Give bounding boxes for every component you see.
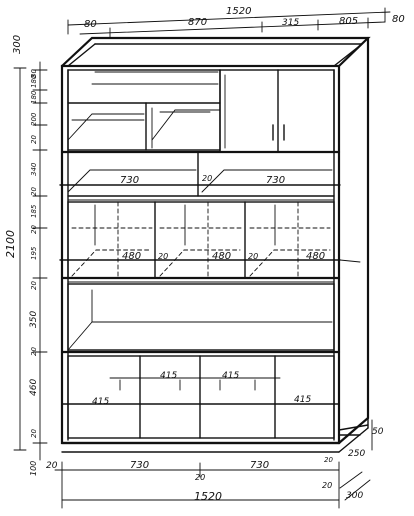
label-left-total-height: 2100 <box>4 230 17 258</box>
label-drawer-480-a: 480 <box>122 251 141 262</box>
label-left-h-185: 185 <box>30 204 38 218</box>
label-left-h-20b: 20 <box>30 187 38 196</box>
label-right-20: 20 <box>322 481 332 490</box>
label-left-h-340: 340 <box>30 162 38 176</box>
label-left-h-100: 100 <box>29 461 38 476</box>
label-drawer-20-b: 20 <box>248 252 258 261</box>
label-right-250: 250 <box>348 449 365 459</box>
label-top-section-315: 315 <box>282 18 299 28</box>
label-left-h-180b: 180 <box>30 90 38 104</box>
label-top-left-side: 80 <box>84 19 97 30</box>
label-top-total-width: 1520 <box>226 6 251 17</box>
label-left-h-180a: 180 <box>30 74 38 88</box>
label-bottom-20-mid: 20 <box>195 473 205 482</box>
label-door-415-b: 415 <box>160 371 177 381</box>
label-door-415-d: 415 <box>294 395 311 405</box>
label-bottom-20-right: 20 <box>324 456 333 464</box>
open-niche <box>60 283 341 354</box>
label-shelf-730-right: 730 <box>266 175 285 186</box>
label-bottom-730-left: 730 <box>130 460 149 471</box>
label-drawer-20-a: 20 <box>158 252 168 261</box>
label-left-h-80: 80 <box>30 69 38 78</box>
label-right-300: 300 <box>346 491 363 501</box>
label-left-h-350: 350 <box>29 311 39 328</box>
label-shelf-20-mid: 20 <box>202 174 212 183</box>
label-top-right-side: 80 <box>392 14 405 25</box>
upper-right-doors <box>219 69 335 153</box>
cabinet-outline <box>60 36 371 445</box>
label-shelf-730-left: 730 <box>120 175 139 186</box>
dimension-labels: 1520 80 870 315 805 80 300 2100 80 180 1… <box>4 6 405 503</box>
label-left-h-195: 195 <box>30 246 38 260</box>
label-top-section-805: 805 <box>339 16 358 27</box>
dimension-lines <box>13 7 391 509</box>
upper-open-shelves <box>67 69 221 151</box>
label-bottom-total-1520: 1520 <box>194 490 222 503</box>
lower-doors-section <box>61 355 340 439</box>
plinth-base <box>60 416 369 453</box>
label-left-h-200: 200 <box>30 112 38 126</box>
label-left-h-20e: 20 <box>30 347 38 356</box>
label-door-415-c: 415 <box>222 371 239 381</box>
label-drawer-480-b: 480 <box>212 251 231 262</box>
label-top-section-870: 870 <box>188 17 207 28</box>
label-left-h-20c: 20 <box>30 225 38 234</box>
label-door-415-a: 415 <box>92 397 109 407</box>
label-left-h-20a: 20 <box>30 135 38 144</box>
label-right-50: 50 <box>372 427 384 437</box>
label-left-h-460: 460 <box>29 379 39 396</box>
label-left-depth: 300 <box>12 35 23 54</box>
label-bottom-730-right: 730 <box>250 460 269 471</box>
label-drawer-480-c: 480 <box>306 251 325 262</box>
label-bottom-20: 20 <box>46 461 58 471</box>
label-left-h-20d: 20 <box>30 281 38 290</box>
drawer-section <box>59 201 361 283</box>
label-left-h-20f: 20 <box>30 429 38 438</box>
middle-shelf-band <box>59 150 341 201</box>
